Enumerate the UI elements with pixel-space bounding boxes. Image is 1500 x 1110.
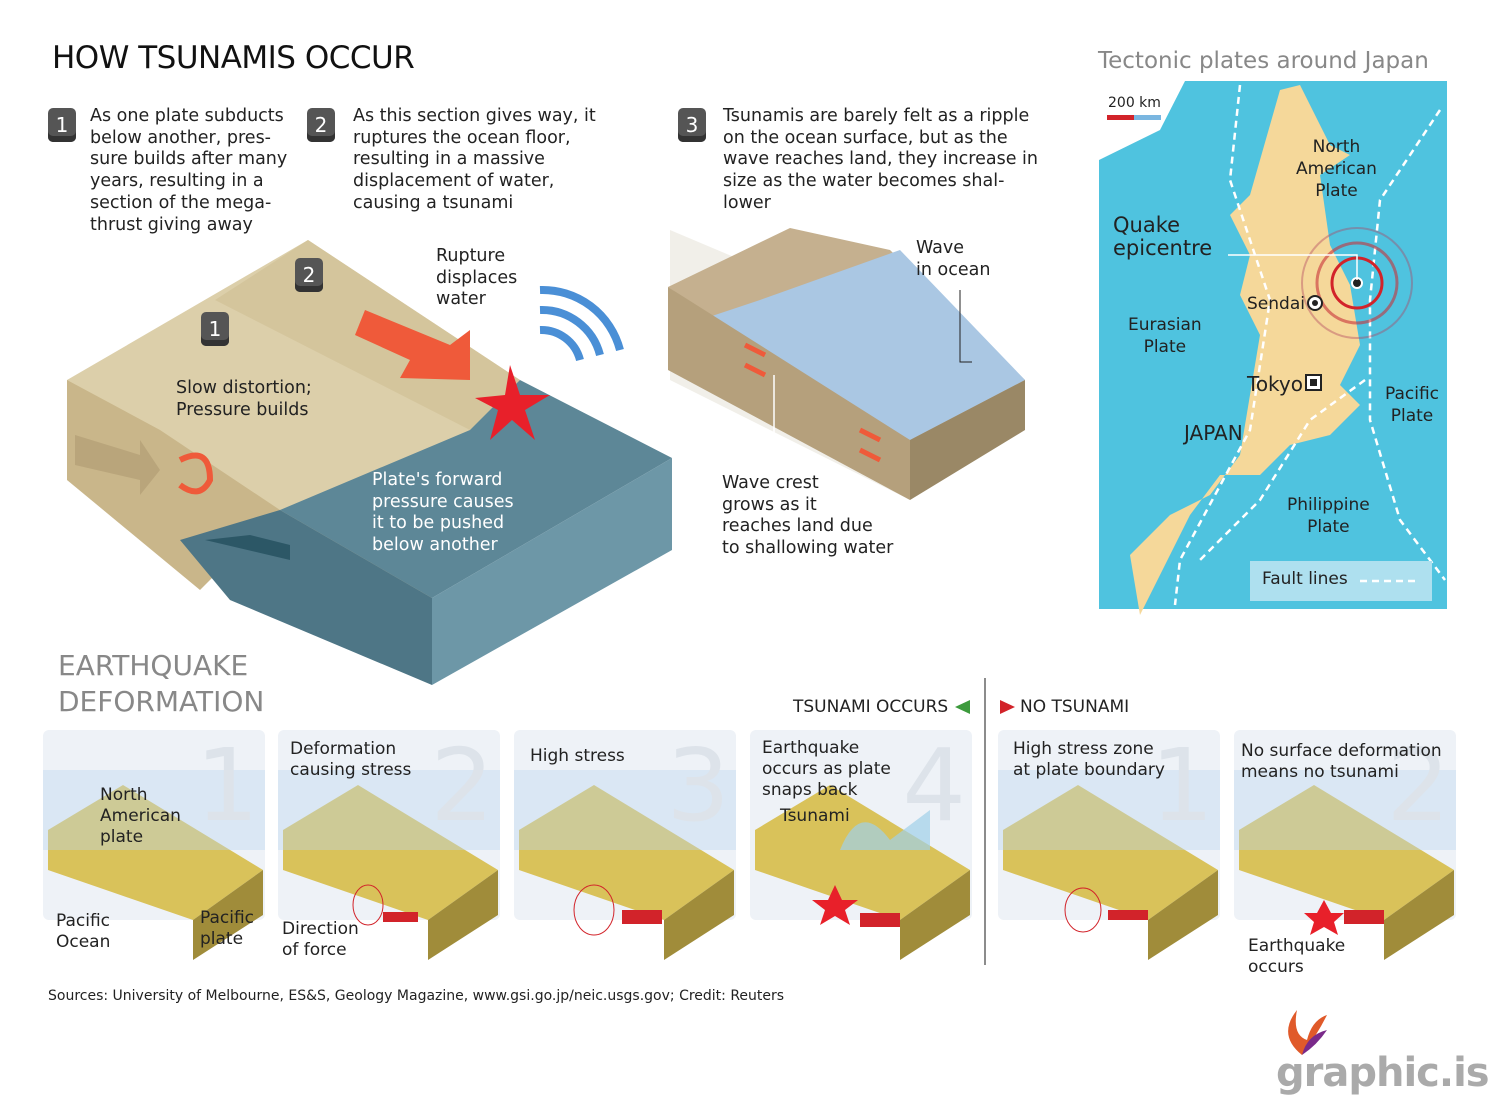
step-3-badge: 3 [678,108,706,142]
logo-flame-icon [1288,1010,1327,1055]
tokyo-label: Tokyo [1247,372,1303,396]
step-1-badge: 1 [48,108,76,142]
pacific-plate-label: Pacific plate [200,908,255,949]
panel-caption: Deformation causing stress [290,739,412,780]
panel-caption: High stress [530,746,625,766]
subduction-block-diagram [67,240,672,685]
green-arrow-icon [955,700,970,714]
step-2-badge: 2 [307,108,335,142]
philippine-plate-label: Philippine Plate [1287,495,1370,537]
north-american-plate-label: North American Plate [1296,137,1377,201]
tsunami-label: Tsunami [780,806,850,826]
deformation-panel-5: 1 High stress zone at plate boundary [998,727,1220,960]
fault-lines-legend: Fault lines [1262,569,1348,589]
sendai-label: Sendai [1247,294,1305,314]
sources-credit: Sources: University of Melbourne, ES&S, … [48,988,785,1004]
panel-caption: High stress zone at plate boundary [1013,739,1165,780]
panel-number: 2 [1386,727,1450,844]
wave-in-ocean-label: Wave in ocean [916,238,991,280]
wave-crest-label: Wave crest grows as it reaches land due … [722,473,894,559]
epicentre-label: Quake epicentre [1113,213,1213,260]
deformation-panel-6: 2 No surface deformation means no tsunam… [1234,727,1456,977]
north-american-plate-label: North American plate [100,785,181,847]
pacific-ocean-label: Pacific Ocean [56,911,111,952]
direction-of-force-label: Direction of force [282,919,359,960]
earthquake-occurs-label: Earthquake occurs [1248,936,1346,977]
page-title: HOW TSUNAMIS OCCUR [52,40,415,76]
map-title: Tectonic plates around Japan [1098,48,1429,74]
rupture-label: Rupture displaces water [436,246,518,310]
japan-map [1099,81,1447,615]
panel-caption: No surface deformation means no tsunami [1241,741,1442,782]
diagram-badge-2: 2 [295,258,323,292]
tsunami-occurs-label: TSUNAMI OCCURS [793,697,949,717]
no-tsunami-label: NO TSUNAMI [1020,697,1130,717]
diagram-badge-1: 1 [201,312,229,346]
red-arrow-icon [1000,700,1015,714]
deformation-panel-2: 2 Deformation causing stress Direction o… [278,727,500,960]
deformation-panel-1: 1 North American plate Pacific Ocean Pac… [43,727,265,960]
pacific-plate-label: Pacific Plate [1385,384,1440,426]
logo: graphic.is [1276,1050,1490,1096]
deformation-panel-3: 3 High stress [514,727,736,960]
epicentre-rings [1301,227,1413,339]
step-3-text: Tsunamis are barely felt as a ripple on … [723,106,1039,213]
forward-pressure-label: Plate's forward pressure causes it to be… [372,470,514,556]
panel-number: 1 [1150,727,1214,844]
eurasian-plate-label: Eurasian Plate [1128,315,1202,357]
step-1-text: As one plate subducts below another, pre… [90,106,288,235]
panel-number: 4 [902,727,966,844]
slow-distortion-label: Slow distortion; Pressure builds [176,378,312,420]
japan-label: JAPAN [1184,421,1243,445]
panel-number: 1 [195,727,259,844]
step-2-text: As this section gives way, it ruptures t… [353,106,596,213]
map-scale: 200 km [1108,95,1161,111]
wave-block-diagram [668,228,1025,500]
deformation-title: EARTHQUAKE DEFORMATION [58,649,265,718]
panel-number: 2 [430,727,494,844]
panel-caption: Earthquake occurs as plate snaps back [762,738,891,800]
panel-number: 3 [666,727,730,844]
deformation-panel-4: 4 Earthquake occurs as plate snaps back … [750,727,972,960]
